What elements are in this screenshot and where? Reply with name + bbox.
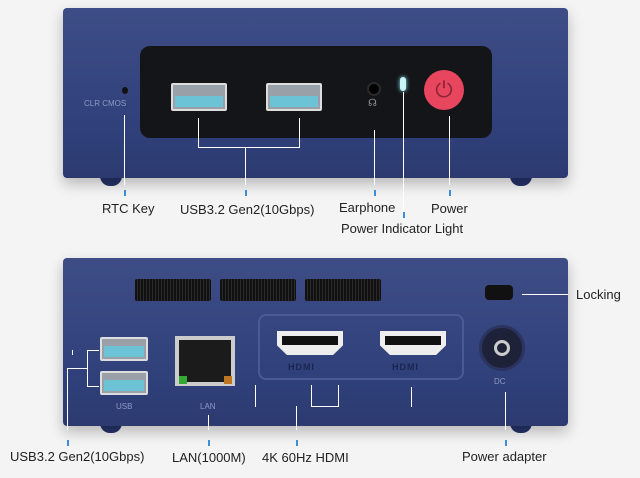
callout-line [505, 392, 506, 430]
callout-line [255, 385, 256, 407]
hdmi-logo-2: HDMI [392, 362, 419, 372]
foot [100, 176, 122, 186]
usb-port-back-2 [100, 371, 148, 395]
lan-text: LAN [200, 402, 216, 411]
vent [305, 279, 381, 301]
power-indicator-light [400, 77, 406, 91]
callout-line [198, 147, 300, 148]
headphone-icon: ☊ [368, 98, 377, 109]
tick-mark [296, 440, 298, 446]
hdmi-recess [258, 314, 464, 380]
label-lan: LAN(1000M) [172, 450, 246, 465]
callout-line [296, 406, 297, 430]
callout-line [311, 406, 339, 407]
callout-line [87, 350, 99, 351]
callout-line [245, 147, 246, 185]
callout-line [311, 385, 312, 407]
callout-line [374, 130, 375, 185]
hdmi-logo-1: HDMI [288, 362, 315, 372]
usb-port-back-1 [100, 337, 148, 361]
tick-mark [208, 440, 210, 446]
foot [100, 423, 122, 433]
usb-text: USB [116, 402, 133, 411]
tick-mark [449, 190, 451, 196]
tick-mark [374, 190, 376, 196]
callout-line [338, 385, 339, 407]
callout-line [87, 386, 99, 387]
tick-mark [245, 190, 247, 196]
label-usb-back: USB3.2 Gen2(10Gbps) [10, 449, 145, 464]
callout-line [124, 115, 125, 185]
tick-mark [505, 440, 507, 446]
foot [510, 176, 532, 186]
tick-mark [403, 212, 405, 218]
vent [135, 279, 211, 301]
callout-line [67, 368, 68, 430]
earphone-jack [367, 82, 381, 96]
tick-mark [67, 440, 69, 446]
lan-led [179, 376, 187, 384]
label-power-indicator: Power Indicator Light [341, 221, 464, 236]
hdmi-port-2 [380, 331, 446, 355]
clr-cmos-text: CLR CMOS [84, 99, 127, 108]
callout-line [403, 92, 404, 212]
callout-line [449, 116, 450, 185]
dc-jack [479, 325, 525, 371]
label-power: Power [431, 201, 468, 216]
label-usb-front: USB3.2 Gen2(10Gbps) [180, 202, 315, 217]
power-button-icon[interactable]: ⏻ [424, 70, 464, 110]
callout-line [67, 368, 87, 369]
callout-line [87, 350, 88, 386]
label-locking: Locking [576, 287, 621, 302]
foot [510, 423, 532, 433]
lock-slot [485, 285, 513, 300]
callout-line [198, 118, 199, 148]
label-earphone: Earphone [339, 200, 396, 215]
usb-port-front-2 [266, 83, 322, 111]
label-hdmi: 4K 60Hz HDMI [262, 450, 349, 465]
callout-line [299, 118, 300, 148]
callout-line [208, 415, 209, 430]
label-rtc-key: RTC Key [102, 201, 155, 216]
usb-port-front-1 [171, 83, 227, 111]
hdmi-port-1 [277, 331, 343, 355]
callout-line [522, 294, 568, 295]
lan-led [224, 376, 232, 384]
vent [220, 279, 296, 301]
tick-mark [124, 190, 126, 196]
callout-line [411, 387, 412, 407]
callout-line [72, 350, 73, 355]
clr-cmos-hole [122, 87, 128, 94]
label-power-adapter: Power adapter [462, 449, 547, 464]
dc-text: DC [494, 377, 506, 386]
